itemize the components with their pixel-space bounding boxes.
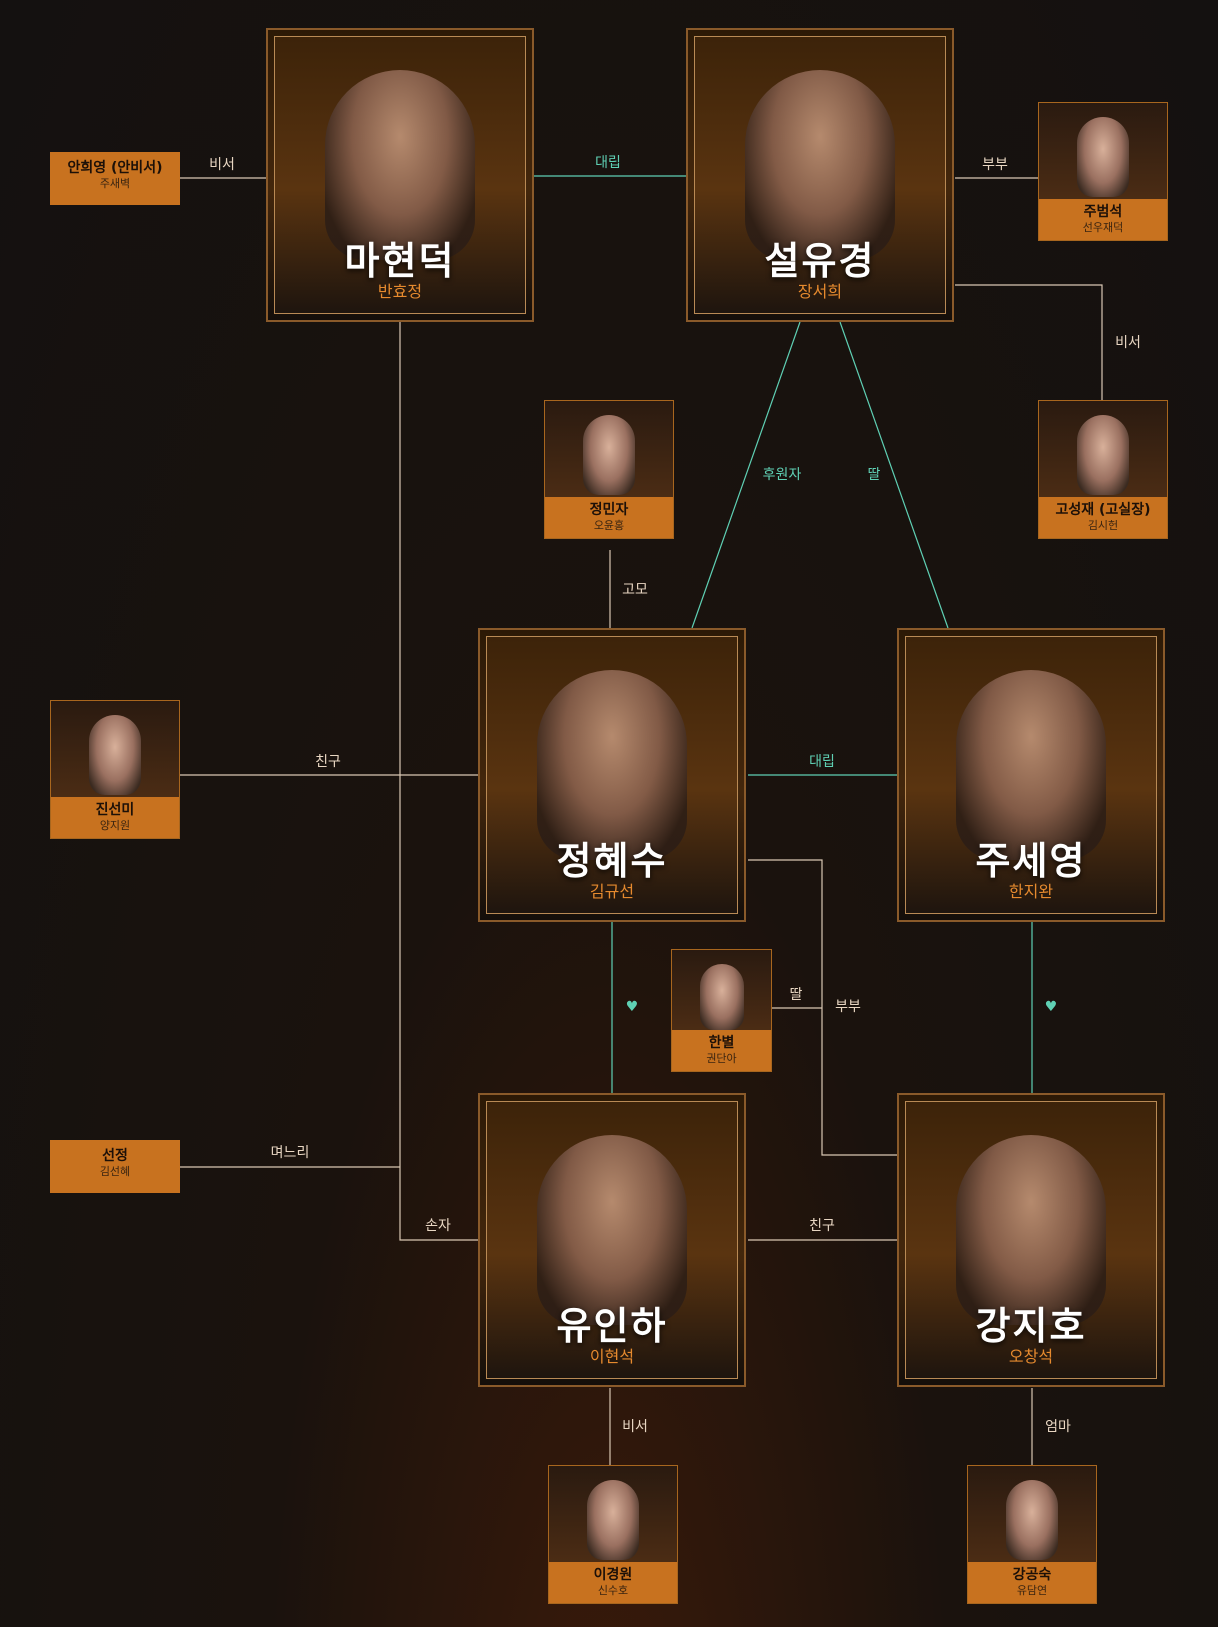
relation-label-mother: 엄마 bbox=[1045, 1419, 1071, 1435]
actor-name: 유담연 bbox=[1016, 1584, 1048, 1597]
character-card-jeong-minja[interactable]: 정민자 오윤홍 bbox=[544, 400, 674, 539]
actor-name: 양지원 bbox=[99, 819, 131, 832]
relation-label-secretary: 비서 bbox=[209, 157, 235, 173]
name-plate: 강공숙 유담연 bbox=[968, 1562, 1096, 1603]
actor-name: 이현석 bbox=[589, 1347, 635, 1366]
portrait bbox=[549, 1466, 677, 1562]
actor-name: 김선혜 bbox=[99, 1165, 131, 1178]
relation-label-aunt: 고모 bbox=[622, 582, 648, 598]
character-card-ma-hyeondeok[interactable]: 마현덕 반효정 bbox=[266, 28, 534, 322]
actor-name: 권단아 bbox=[706, 1052, 737, 1065]
character-name: 한별 bbox=[708, 1035, 735, 1051]
character-name: 선정 bbox=[102, 1148, 128, 1164]
portrait bbox=[537, 670, 687, 860]
card-frame bbox=[694, 36, 946, 314]
line-seol-to-go bbox=[955, 284, 1103, 400]
actor-name: 김시헌 bbox=[1087, 519, 1119, 532]
character-card-jin-seonmi[interactable]: 진선미 양지원 bbox=[50, 700, 180, 839]
name-plate: 정민자 오윤홍 bbox=[545, 497, 673, 538]
character-card-jeong-hyesu[interactable]: 정혜수 김규선 bbox=[478, 628, 746, 922]
actor-name: 한지완 bbox=[1008, 882, 1054, 901]
relation-label-friend: 친구 bbox=[809, 1218, 835, 1234]
name-plate: 진선미 양지원 bbox=[51, 797, 179, 838]
actor-name: 오윤홍 bbox=[593, 519, 625, 532]
character-card-kang-jiho[interactable]: 강지호 오창석 bbox=[897, 1093, 1165, 1387]
relation-label-married: 부부 bbox=[835, 999, 861, 1015]
relation-label-rivalry: 대립 bbox=[595, 155, 621, 171]
portrait bbox=[325, 70, 475, 260]
actor-name: 오창석 bbox=[1008, 1347, 1054, 1366]
name-tag-an-huiyeong[interactable]: 안희영 (안비서) 주새벽 bbox=[50, 152, 180, 205]
character-card-kang-gongsuk[interactable]: 강공숙 유담연 bbox=[967, 1465, 1097, 1604]
character-card-hanbyeol[interactable]: 한별 권단아 bbox=[671, 949, 772, 1072]
character-name: 마현덕 bbox=[344, 238, 456, 283]
line-seol-sponsor-hyesu bbox=[691, 321, 801, 629]
actor-name: 반효정 bbox=[377, 282, 423, 301]
actor-name: 김규선 bbox=[589, 882, 635, 901]
portrait bbox=[545, 401, 673, 497]
card-frame bbox=[905, 636, 1157, 914]
character-card-yu-inha[interactable]: 유인하 이현석 bbox=[478, 1093, 746, 1387]
relation-label-daughter-in-law: 며느리 bbox=[270, 1145, 310, 1161]
character-card-ju-beomseok[interactable]: 주범석 선우재덕 bbox=[1038, 102, 1168, 241]
relation-label-rivalry: 대립 bbox=[809, 754, 835, 770]
line-ma-trunk bbox=[399, 322, 478, 1241]
character-name: 유인하 bbox=[556, 1303, 668, 1348]
character-name: 진선미 bbox=[95, 802, 135, 818]
character-name: 설유경 bbox=[764, 238, 876, 283]
portrait bbox=[956, 670, 1106, 860]
character-card-go-seongjae[interactable]: 고성재 (고실장) 김시헌 bbox=[1038, 400, 1168, 539]
relation-label-daughter: 딸 bbox=[867, 467, 881, 483]
actor-name: 장서희 bbox=[797, 282, 843, 301]
character-card-lee-gyeongwon[interactable]: 이경원 신수호 bbox=[548, 1465, 678, 1604]
name-plate: 이경원 신수호 bbox=[549, 1562, 677, 1603]
heart-icon: ♥ bbox=[625, 999, 639, 1015]
portrait bbox=[956, 1135, 1106, 1325]
name-plate: 주범석 선우재덕 bbox=[1039, 199, 1167, 240]
character-name: 강공숙 bbox=[1012, 1567, 1052, 1583]
portrait bbox=[1039, 103, 1167, 199]
line-hyesu-to-jiho bbox=[748, 859, 897, 1156]
name-tag-seonjeong[interactable]: 선정 김선혜 bbox=[50, 1140, 180, 1193]
portrait bbox=[1039, 401, 1167, 497]
character-name: 정혜수 bbox=[556, 838, 668, 883]
relation-label-grandson: 손자 bbox=[425, 1218, 451, 1234]
heart-icon: ♥ bbox=[1044, 999, 1058, 1015]
character-card-seol-yugyeong[interactable]: 설유경 장서희 bbox=[686, 28, 954, 322]
portrait bbox=[537, 1135, 687, 1325]
actor-name: 선우재덕 bbox=[1082, 221, 1124, 234]
card-frame bbox=[905, 1101, 1157, 1379]
relation-label-sponsor: 후원자 bbox=[762, 467, 802, 483]
relation-label-secretary: 비서 bbox=[622, 1419, 648, 1435]
actor-name: 주새벽 bbox=[99, 177, 131, 190]
name-plate: 한별 권단아 bbox=[672, 1030, 771, 1071]
character-card-ju-seyeong[interactable]: 주세영 한지완 bbox=[897, 628, 1165, 922]
character-name: 고성재 (고실장) bbox=[1055, 502, 1151, 518]
portrait bbox=[745, 70, 895, 260]
card-frame bbox=[486, 1101, 738, 1379]
character-name: 정민자 bbox=[589, 502, 629, 518]
card-frame bbox=[274, 36, 526, 314]
line-seol-daughter-seyeong bbox=[839, 321, 949, 629]
character-name: 주범석 bbox=[1083, 204, 1123, 220]
portrait bbox=[968, 1466, 1096, 1562]
character-name: 강지호 bbox=[975, 1303, 1087, 1348]
relation-label-friend: 친구 bbox=[315, 754, 341, 770]
portrait bbox=[672, 950, 771, 1030]
relation-label-secretary: 비서 bbox=[1115, 335, 1141, 351]
name-plate: 고성재 (고실장) 김시헌 bbox=[1039, 497, 1167, 538]
portrait bbox=[51, 701, 179, 797]
character-name: 안희영 (안비서) bbox=[67, 160, 163, 176]
character-name: 주세영 bbox=[975, 838, 1087, 883]
character-name: 이경원 bbox=[593, 1567, 633, 1583]
card-frame bbox=[486, 636, 738, 914]
relation-label-married: 부부 bbox=[982, 157, 1008, 173]
relation-label-daughter: 딸 bbox=[789, 987, 803, 1003]
actor-name: 신수호 bbox=[597, 1584, 629, 1597]
